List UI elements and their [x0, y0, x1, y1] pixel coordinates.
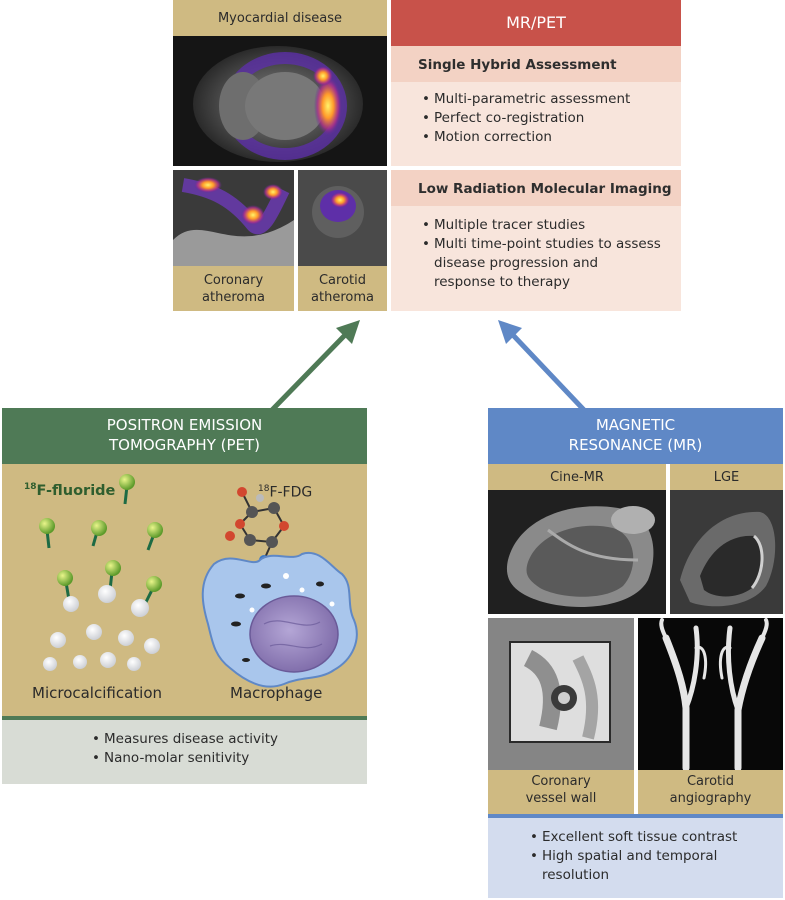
- bullet-item: Nano-molar senitivity: [90, 749, 367, 768]
- fluoride-pins: [39, 474, 163, 605]
- bullet-item: Multi time-point studies to assess disea…: [420, 235, 661, 292]
- lge-image: [670, 490, 783, 614]
- pet-divider: [2, 716, 367, 720]
- arrows-layer: [270, 320, 586, 412]
- fdg-superscript: 18: [258, 484, 270, 494]
- pet-illustration: [39, 474, 358, 688]
- macrophage-cell: [201, 551, 358, 688]
- bullet-item: Measures disease activity: [90, 730, 367, 749]
- cine-mr-label: Cine-MR: [488, 464, 666, 490]
- pet-title-line2: TOMOGRAPHY (PET): [108, 436, 261, 454]
- fdg-tracer-label: 18F-FDG: [258, 484, 312, 501]
- coronary-image: [173, 170, 294, 266]
- pet-illustration-panel: 18F-fluoride 18F-FDG: [2, 464, 367, 716]
- coronary-atheroma-label: Coronary atheroma: [173, 266, 294, 311]
- cine-mr-image: [488, 490, 666, 614]
- single-hybrid-bullets: Multi-parametric assessment Perfect co-r…: [391, 82, 681, 166]
- coronary-vessel-wall-label: Coronary vessel wall: [488, 770, 634, 814]
- mr-divider: [488, 814, 783, 818]
- bullet-item: Motion correction: [420, 128, 681, 147]
- myocardial-pet-mr-image: [173, 36, 387, 166]
- macrophage-caption: Macrophage: [230, 684, 323, 702]
- mr-title-line2: RESONANCE (MR): [568, 436, 703, 454]
- bullet-item: Multiple tracer studies: [420, 216, 661, 235]
- mr-header: MAGNETIC RESONANCE (MR): [488, 408, 783, 464]
- myocardial-disease-label: Myocardial disease: [173, 0, 387, 36]
- fluoride-superscript: 18: [24, 482, 37, 492]
- mrpet-header: MR/PET: [391, 0, 681, 46]
- pet-bullets: Measures disease activity Nano-molar sen…: [2, 720, 367, 784]
- bullet-item: Multi-parametric assessment: [420, 90, 681, 109]
- coronary-wall-image: [488, 618, 634, 770]
- low-radiation-bullets: Multiple tracer studies Multi time-point…: [391, 206, 681, 311]
- fdg-name: F-FDG: [269, 484, 313, 501]
- single-hybrid-title: Single Hybrid Assessment: [391, 46, 681, 82]
- pet-to-mrpet-arrow: [270, 320, 360, 412]
- pet-title-line1: POSITRON EMISSION: [106, 416, 263, 434]
- carotid-angiography-label: Carotid angiography: [638, 770, 783, 814]
- pet-header: POSITRON EMISSION TOMOGRAPHY (PET): [2, 408, 367, 464]
- mr-bullets: Excellent soft tissue contrast High spat…: [488, 818, 783, 898]
- bullet-item: Excellent soft tissue contrast: [528, 828, 761, 847]
- bullet-item: High spatial and temporal resolution: [528, 847, 761, 885]
- fluoride-name: F-fluoride: [36, 482, 116, 499]
- calcification-particles: [43, 585, 160, 671]
- fluoride-tracer-label: 18F-fluoride: [24, 482, 115, 499]
- mr-title-line1: MAGNETIC: [595, 416, 676, 434]
- carotid-angiography-image: [638, 618, 783, 770]
- lge-label: LGE: [670, 464, 783, 490]
- fdg-molecule: [225, 487, 289, 565]
- mr-to-mrpet-arrow: [498, 320, 586, 412]
- microcalcification-caption: Microcalcification: [32, 684, 163, 702]
- carotid-image: [298, 170, 387, 266]
- low-radiation-title: Low Radiation Molecular Imaging: [391, 170, 681, 206]
- carotid-atheroma-label: Carotid atheroma: [298, 266, 387, 311]
- bullet-item: Perfect co-registration: [420, 109, 681, 128]
